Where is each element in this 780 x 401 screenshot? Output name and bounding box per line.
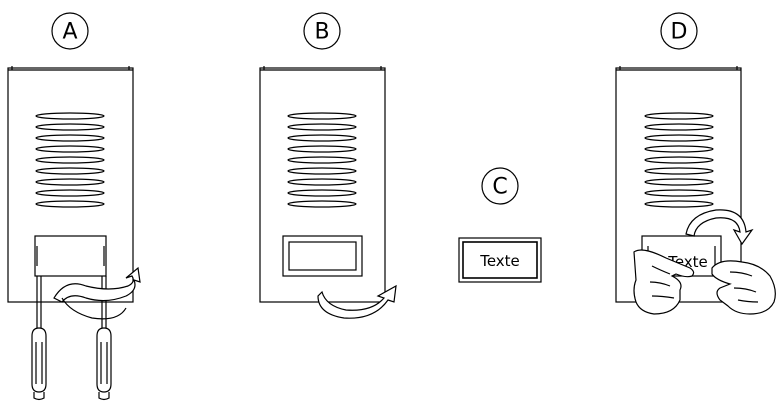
- step-b-badge: B: [303, 12, 341, 50]
- step-d-badge: D: [660, 12, 698, 50]
- step-b-letter: B: [314, 20, 329, 45]
- label-frame-b: [282, 235, 363, 277]
- step-c-letter: C: [492, 175, 507, 200]
- name-label-text: Texte: [479, 252, 520, 270]
- screwdriver-right: [96, 276, 112, 401]
- rotate-arrows-a: [53, 266, 141, 320]
- step-c: C Texte: [458, 167, 542, 283]
- step-a-badge: A: [51, 12, 89, 50]
- speaker-grille-b: [287, 112, 357, 208]
- screwdriver-left: [31, 276, 47, 401]
- rotate-arrow-b: [317, 284, 397, 319]
- speaker-grille-a: [35, 112, 105, 208]
- device-panel-b: [259, 66, 386, 303]
- step-d-letter: D: [671, 20, 688, 45]
- device-panel-a: [7, 66, 134, 303]
- step-a: A: [7, 12, 141, 401]
- name-label-card: Texte: [458, 237, 542, 283]
- step-c-badge: C: [481, 167, 519, 205]
- speaker-grille-d: [644, 112, 714, 208]
- label-frame-a: [34, 235, 107, 277]
- hand-right-icon: [711, 260, 776, 315]
- rotate-arrow-d: [685, 209, 754, 246]
- hand-left-icon: [633, 249, 695, 315]
- step-a-letter: A: [62, 20, 77, 45]
- step-d: D Texte: [615, 12, 776, 315]
- step-b: B: [259, 12, 397, 319]
